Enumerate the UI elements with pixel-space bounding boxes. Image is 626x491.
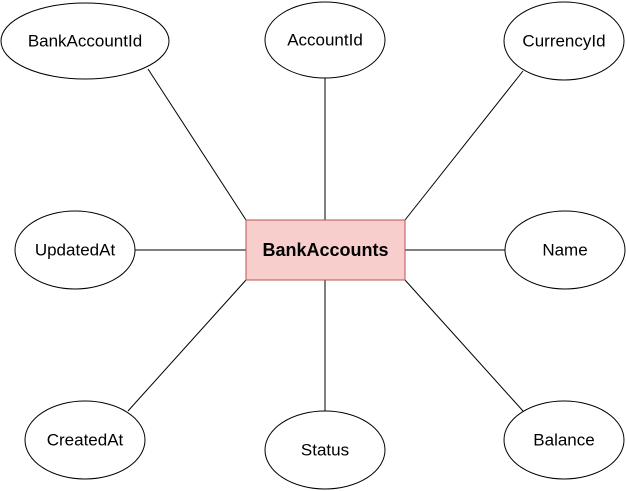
attribute-ellipse xyxy=(14,210,136,290)
attribute-ellipse xyxy=(503,400,625,480)
attribute-ellipse xyxy=(504,210,626,290)
attribute-ellipse xyxy=(264,1,386,79)
attribute-label: CreatedAt xyxy=(47,431,124,450)
entity-label: BankAccounts xyxy=(262,240,388,260)
attribute-updated-at[interactable]: UpdatedAt xyxy=(14,210,136,290)
attribute-label: AccountId xyxy=(287,31,363,50)
attribute-label: Name xyxy=(542,241,587,260)
connector-lines xyxy=(127,68,524,412)
edge-currency-id xyxy=(404,70,524,221)
attribute-label: Status xyxy=(301,441,349,460)
attribute-ellipse xyxy=(503,1,625,81)
attribute-label: CurrencyId xyxy=(522,32,605,51)
attribute-status[interactable]: Status xyxy=(264,410,386,490)
attribute-label: Balance xyxy=(533,431,594,450)
edge-bank-account-id xyxy=(147,68,247,221)
attribute-label: BankAccountId xyxy=(28,32,142,51)
attribute-currency-id[interactable]: CurrencyId xyxy=(503,1,625,81)
attribute-ellipse xyxy=(0,2,170,80)
attribute-label: UpdatedAt xyxy=(35,241,116,260)
attribute-name[interactable]: Name xyxy=(504,210,626,290)
edge-created-at xyxy=(127,279,247,412)
entity-bank-accounts[interactable]: BankAccounts xyxy=(245,219,406,281)
entity-box xyxy=(245,219,406,281)
attribute-created-at[interactable]: CreatedAt xyxy=(24,400,146,480)
attribute-ellipse xyxy=(264,410,386,490)
attribute-balance[interactable]: Balance xyxy=(503,400,625,480)
attribute-bank-account-id[interactable]: BankAccountId xyxy=(0,2,170,80)
attribute-account-id[interactable]: AccountId xyxy=(264,1,386,79)
edge-balance xyxy=(404,279,524,412)
attribute-ellipse xyxy=(24,400,146,480)
